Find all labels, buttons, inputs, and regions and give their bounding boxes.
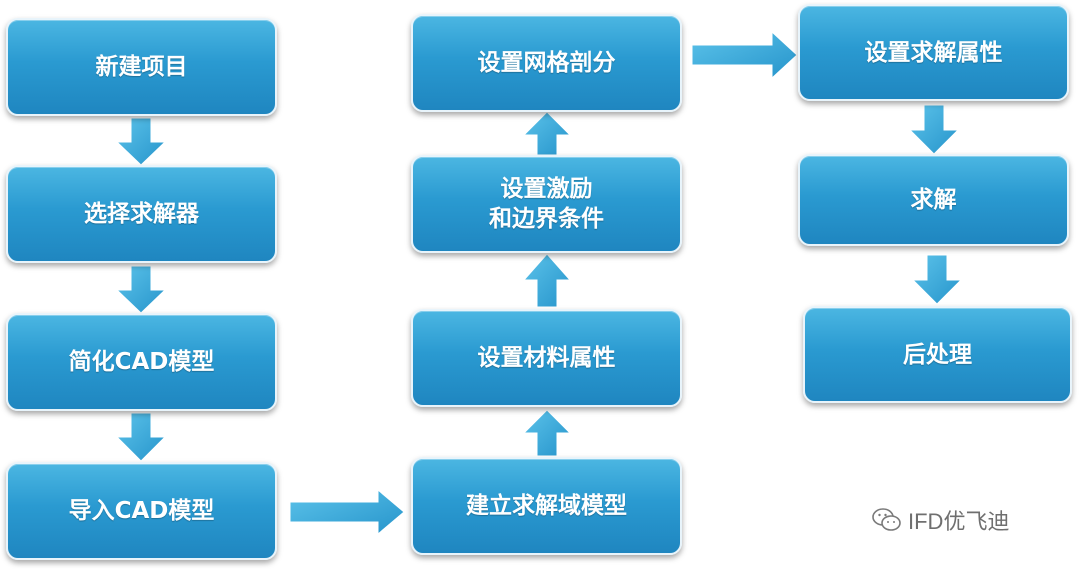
step-label: 设置求解属性: [864, 39, 1003, 66]
step-simplify-cad: 简化CAD模型: [6, 313, 277, 411]
arrow-up-2: [522, 253, 572, 308]
arrow-down-1: [115, 117, 167, 166]
step-build-domain: 建立求解域模型: [411, 457, 682, 555]
arrow-down-2: [115, 265, 167, 314]
arrow-up-3: [522, 111, 572, 156]
arrow-down-5: [911, 254, 963, 305]
step-set-material: 设置材料属性: [411, 309, 682, 407]
step-label: 简化CAD模型: [68, 349, 215, 375]
step-label: 建立求解域模型: [466, 493, 627, 519]
step-label-line2: 和边界条件: [489, 206, 604, 232]
arrow-down-3: [115, 412, 167, 462]
step-label: 选择求解器: [84, 201, 199, 227]
watermark-text: IFD优飞迪: [908, 509, 1010, 534]
step-label: 后处理: [903, 341, 972, 368]
arrow-up-1: [522, 409, 572, 457]
step-label: 求解: [910, 187, 957, 213]
step-solve: 求解: [798, 154, 1069, 246]
step-label-line1: 设置激励: [500, 176, 593, 202]
wechat-icon: [872, 508, 901, 531]
step-label: 设置网格剖分: [477, 50, 616, 76]
step-new-project: 新建项目: [6, 18, 277, 116]
step-select-solver: 选择求解器: [6, 165, 277, 263]
step-label: 设置材料属性: [477, 345, 616, 371]
watermark: IFD优飞迪: [872, 505, 1009, 535]
step-import-cad: 导入CAD模型: [6, 462, 277, 560]
step-set-excitation: 设置激励 和边界条件: [411, 155, 682, 253]
step-postprocess: 后处理: [803, 306, 1072, 403]
arrow-down-4: [908, 104, 960, 155]
step-label: 新建项目: [95, 54, 188, 80]
step-label: 导入CAD模型: [68, 498, 215, 524]
arrow-right-1: [289, 488, 405, 536]
step-set-solve-props: 设置求解属性: [798, 4, 1069, 101]
arrow-right-2: [691, 30, 798, 80]
step-set-mesh: 设置网格剖分: [411, 14, 682, 112]
